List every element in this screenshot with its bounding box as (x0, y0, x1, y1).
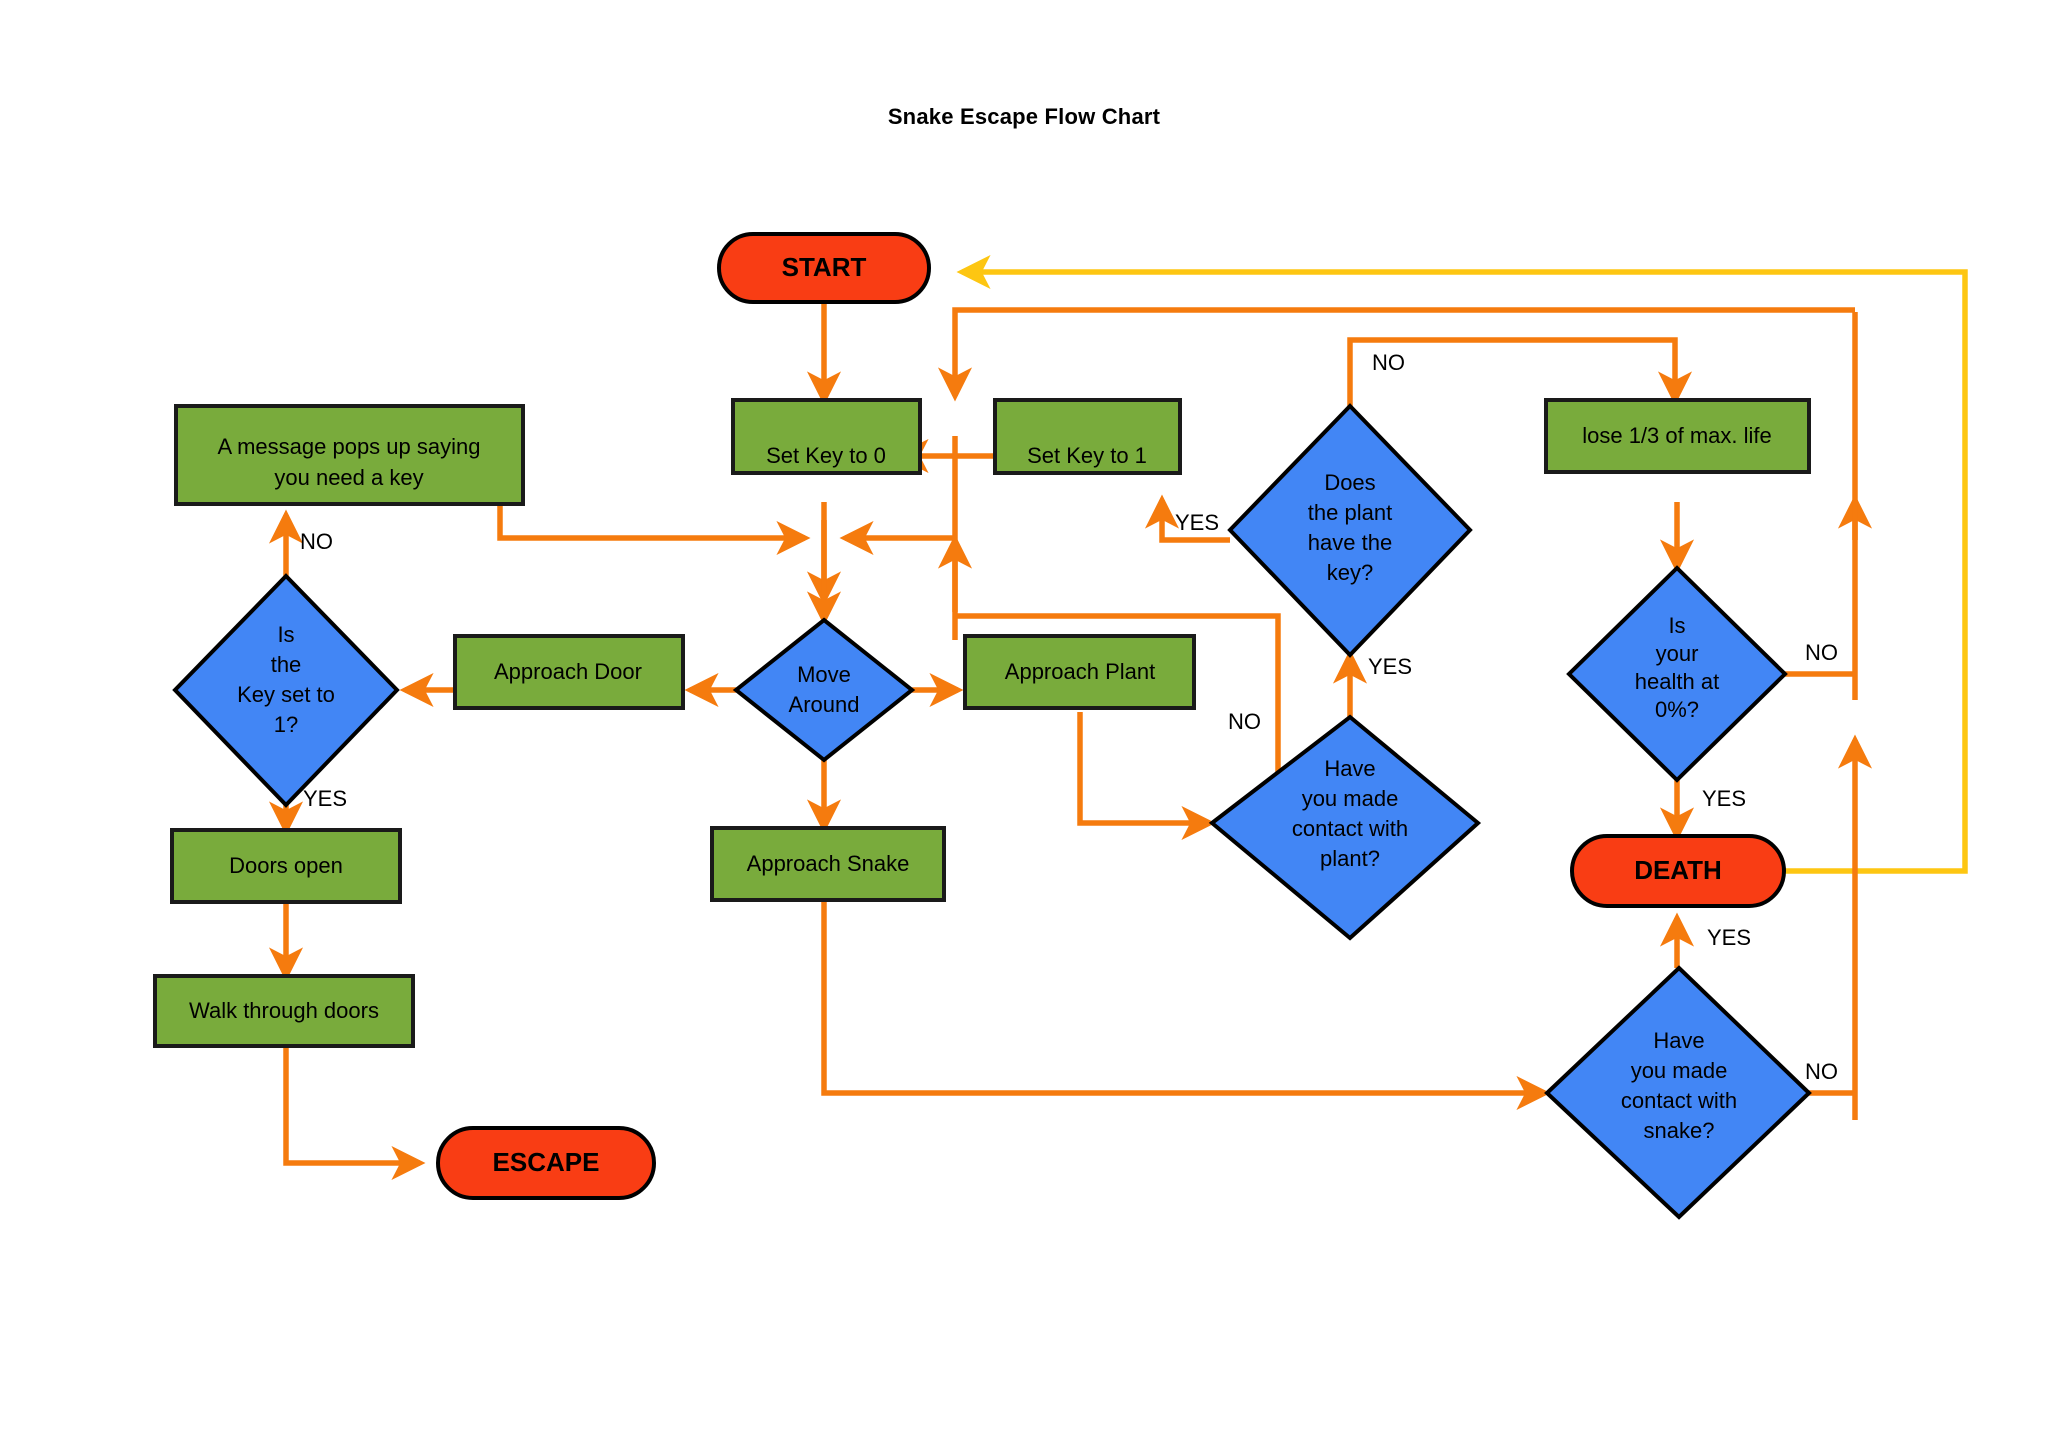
edge-planthaskey-no-to-loselife (1347, 337, 1693, 406)
edge-rail-right-top (937, 307, 1855, 402)
node-start[interactable]: START (717, 232, 931, 304)
node-lose-life-label: lose 1/3 of max. life (1582, 423, 1772, 448)
node-plant-has-key-line2: the plant (1308, 500, 1392, 525)
node-move-around[interactable]: Move Around (732, 617, 916, 763)
node-doors-open[interactable]: Doors open (170, 828, 402, 904)
node-message-need-key[interactable]: A message pops up saying you need a key (174, 404, 525, 506)
node-contact-snake-line2: you made (1631, 1058, 1728, 1083)
edge-contactplant-no (955, 613, 1281, 801)
edge-label-healthzero-yes: YES (1702, 786, 1746, 811)
edge-label-contactsnake-yes: YES (1707, 925, 1751, 950)
node-plant-has-key[interactable]: Does the plant have the key? (1227, 403, 1473, 658)
node-start-label: START (782, 252, 867, 282)
node-set-key-1-label: Set Key to 1 (1027, 443, 1147, 468)
node-contact-snake-line4: snake? (1644, 1118, 1715, 1143)
node-health-zero-line1: Is (1668, 613, 1685, 638)
node-is-key-line1: Is (277, 622, 294, 647)
edge-label-contactplant-no: NO (1228, 709, 1261, 734)
node-move-around-line1: Move (797, 662, 851, 687)
edge-walkthrough-to-escape (283, 1046, 426, 1181)
edge-death-to-start (956, 254, 1968, 874)
edge-label-healthzero-no: NO (1805, 640, 1838, 665)
node-health-zero-line4: 0%? (1655, 697, 1699, 722)
edge-label-layer: NO YES NO YES YES NO NO YES YES NO (300, 350, 1838, 1084)
node-message-need-key-line1: A message pops up saying (218, 434, 481, 459)
node-contact-snake[interactable]: Have you made contact with snake? (1544, 965, 1812, 1220)
node-approach-door[interactable]: Approach Door (453, 634, 685, 710)
node-is-key-set-to-1[interactable]: Is the Key set to 1? (172, 573, 400, 808)
edge-layer (268, 254, 1968, 1181)
node-health-zero[interactable]: Is your health at 0%? (1566, 565, 1788, 783)
edge-label-iskey-yes: YES (303, 786, 347, 811)
node-message-need-key-line2: you need a key (274, 465, 423, 490)
edge-approachsnake-to-contactsnake (821, 900, 1551, 1111)
edge-label-iskey-no: NO (300, 529, 333, 554)
edge-label-contactplant-yes: YES (1368, 654, 1412, 679)
node-health-zero-line2: your (1656, 641, 1699, 666)
node-contact-plant-line2: you made (1302, 786, 1399, 811)
node-walk-through-doors-label: Walk through doors (189, 998, 379, 1023)
node-walk-through-doors[interactable]: Walk through doors (153, 974, 415, 1048)
page-title: Snake Escape Flow Chart (887, 104, 1161, 129)
node-approach-plant[interactable]: Approach Plant (963, 634, 1196, 710)
node-set-key-0[interactable]: Set Key to 0 (731, 398, 922, 475)
node-move-around-line2: Around (789, 692, 860, 717)
node-health-zero-line3: health at (1635, 669, 1719, 694)
node-is-key-line4: 1? (274, 712, 298, 737)
edge-label-planthaskey-no: NO (1372, 350, 1405, 375)
node-is-key-line3: Key set to (237, 682, 335, 707)
node-contact-plant-line1: Have (1324, 756, 1375, 781)
node-set-key-0-label: Set Key to 0 (766, 443, 886, 468)
node-is-key-line2: the (271, 652, 302, 677)
node-contact-plant[interactable]: Have you made contact with plant? (1208, 714, 1482, 941)
node-contact-plant-line3: contact with (1292, 816, 1408, 841)
node-set-key-1[interactable]: Set Key to 1 (993, 398, 1182, 475)
node-approach-snake[interactable]: Approach Snake (710, 826, 946, 902)
node-approach-plant-label: Approach Plant (1005, 659, 1155, 684)
edge-label-contactsnake-no: NO (1805, 1059, 1838, 1084)
node-doors-open-label: Doors open (229, 853, 343, 878)
node-contact-snake-line1: Have (1653, 1028, 1704, 1053)
node-lose-life[interactable]: lose 1/3 of max. life (1544, 398, 1811, 474)
edge-planthaskey-yes-to-setkey1 (1144, 494, 1230, 543)
node-contact-snake-line3: contact with (1621, 1088, 1737, 1113)
node-approach-door-label: Approach Door (494, 659, 642, 684)
node-escape[interactable]: ESCAPE (436, 1126, 656, 1200)
node-approach-snake-label: Approach Snake (747, 851, 910, 876)
node-plant-has-key-line1: Does (1324, 470, 1375, 495)
node-death-label: DEATH (1634, 855, 1722, 885)
node-death[interactable]: DEATH (1570, 834, 1786, 908)
node-contact-plant-line4: plant? (1320, 846, 1380, 871)
edge-message-to-junction (497, 504, 811, 556)
node-escape-label: ESCAPE (493, 1147, 600, 1177)
node-plant-has-key-line3: have the (1308, 530, 1392, 555)
edge-label-planthaskey-yes: YES (1175, 510, 1219, 535)
node-plant-has-key-line4: key? (1327, 560, 1373, 585)
edge-approachplant-to-contactplant (1077, 712, 1216, 841)
